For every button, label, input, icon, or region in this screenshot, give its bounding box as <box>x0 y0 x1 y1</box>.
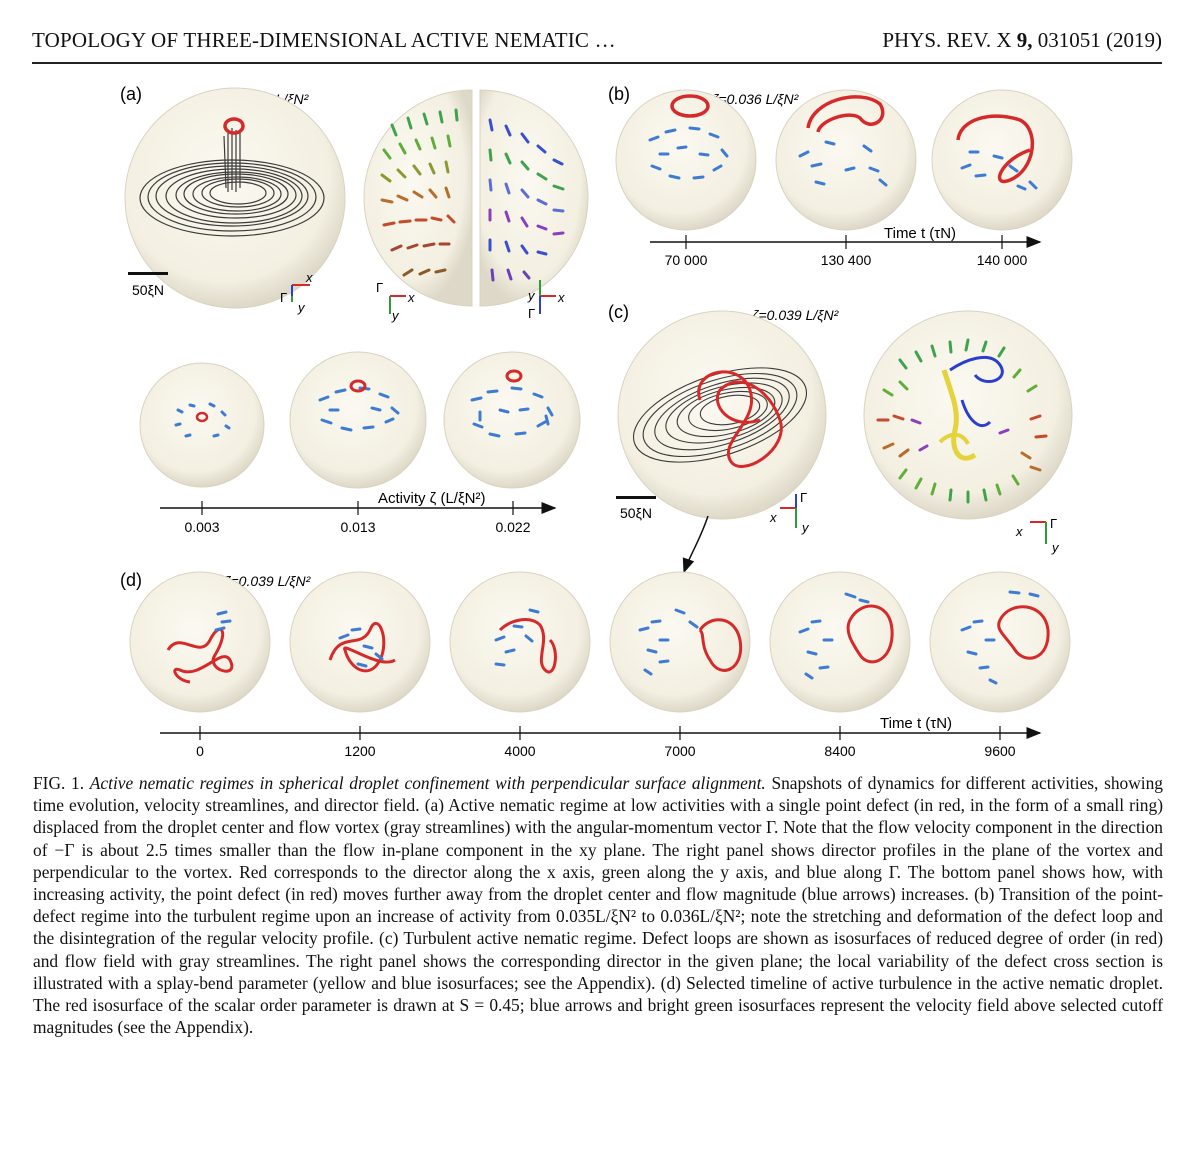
svg-text:70 000: 70 000 <box>665 252 708 268</box>
scale-bar-a <box>128 272 168 275</box>
timeline-droplets <box>129 571 1071 713</box>
svg-text:x: x <box>407 290 415 305</box>
page-header: TOPOLOGY OF THREE-DIMENSIONAL ACTIVE NEM… <box>32 22 1162 62</box>
svg-text:140 000: 140 000 <box>977 252 1028 268</box>
svg-text:4000: 4000 <box>504 743 535 759</box>
svg-text:1200: 1200 <box>344 743 375 759</box>
director-field-a <box>363 89 589 307</box>
vortex-streamlines <box>139 128 325 237</box>
figure-caption: FIG. 1. Active nematic regimes in spheri… <box>33 772 1163 1038</box>
svg-text:y: y <box>527 288 536 303</box>
activity-droplets <box>139 351 581 489</box>
figure-canvas: (a) ζ=0.022 L/ξN² 50ξN x y Γ <box>120 84 1073 759</box>
svg-text:x: x <box>557 290 565 305</box>
svg-text:x: x <box>1015 524 1023 539</box>
svg-text:Activity ζ (L/ξN²): Activity ζ (L/ξN²) <box>378 490 486 507</box>
svg-text:Γ: Γ <box>800 490 807 505</box>
svg-text:y: y <box>297 300 306 315</box>
panel-a-label: (a) <box>120 84 142 104</box>
journal-volume: 9, <box>1016 28 1033 52</box>
transition-droplets <box>615 89 1073 231</box>
caption-body: Snapshots of dynamics for different acti… <box>33 773 1164 1038</box>
axis-triad-a: x y Γ <box>280 270 313 315</box>
svg-text:Γ: Γ <box>528 306 535 321</box>
running-title: TOPOLOGY OF THREE-DIMENSIONAL ACTIVE NEM… <box>32 28 616 52</box>
svg-text:x: x <box>769 510 777 525</box>
figure-1: (a) ζ=0.022 L/ξN² 50ξN x y Γ <box>0 70 1200 760</box>
droplet-c-main <box>617 310 827 520</box>
article-number: 031051 (2019) <box>1037 28 1162 52</box>
droplet-a-main <box>124 87 346 309</box>
svg-text:Γ: Γ <box>1050 516 1057 531</box>
scale-label-c: 50ξN <box>620 505 652 521</box>
panel-b-label: (b) <box>608 84 630 104</box>
axis-triad-a-director-right: x y Γ <box>527 280 565 321</box>
caption-fig-label: FIG. 1. <box>33 773 85 793</box>
time-axis-d: Time t (τN) 0 1200 4000 7000 8400 9600 <box>160 715 1042 759</box>
header-rule <box>32 62 1162 64</box>
svg-text:y: y <box>391 308 400 323</box>
journal-name: PHYS. REV. X <box>882 28 1012 52</box>
zoom-arrow <box>682 515 709 574</box>
svg-text:0.013: 0.013 <box>340 519 375 535</box>
defect-loops-c <box>697 370 783 468</box>
panel-b-zeta: ζ=0.036 L/ξN² <box>712 91 800 107</box>
svg-text:7000: 7000 <box>664 743 695 759</box>
svg-text:0.022: 0.022 <box>495 519 530 535</box>
svg-text:y: y <box>1051 540 1060 555</box>
svg-text:0.003: 0.003 <box>184 519 219 535</box>
svg-text:x: x <box>305 270 313 285</box>
scale-bar-c <box>616 496 656 499</box>
scale-label-a: 50ξN <box>132 282 164 298</box>
svg-text:0: 0 <box>196 743 204 759</box>
panel-d-label: (d) <box>120 570 142 590</box>
svg-text:Γ: Γ <box>376 280 383 295</box>
panel-c-zeta: ζ=0.039 L/ξN² <box>752 307 840 323</box>
svg-text:130 400: 130 400 <box>821 252 872 268</box>
time-axis-b: Time t (τN) 70 000 130 400 140 000 <box>650 225 1042 268</box>
svg-text:9600: 9600 <box>984 743 1015 759</box>
svg-text:Time t (τN): Time t (τN) <box>884 225 956 242</box>
panel-c-label: (c) <box>608 302 629 322</box>
director-field-c <box>863 310 1073 520</box>
activity-axis: Activity ζ (L/ξN²) 0.003 0.013 0.022 <box>160 490 557 535</box>
panel-d-zeta: ζ=0.039 L/ξN² <box>224 573 312 589</box>
journal-reference: PHYS. REV. X 9, 031051 (2019) <box>882 28 1162 53</box>
svg-text:Γ: Γ <box>280 290 287 305</box>
axis-triad-a-director-left: x y Γ <box>376 280 415 323</box>
svg-text:y: y <box>801 520 810 535</box>
axis-triad-c-director: x y Γ <box>1015 516 1060 555</box>
axis-triad-c: x y Γ <box>769 490 810 535</box>
svg-text:Time t (τN): Time t (τN) <box>880 715 952 732</box>
caption-title: Active nematic regimes in spherical drop… <box>89 773 766 793</box>
point-defect-ring <box>223 117 245 135</box>
svg-text:8400: 8400 <box>824 743 855 759</box>
